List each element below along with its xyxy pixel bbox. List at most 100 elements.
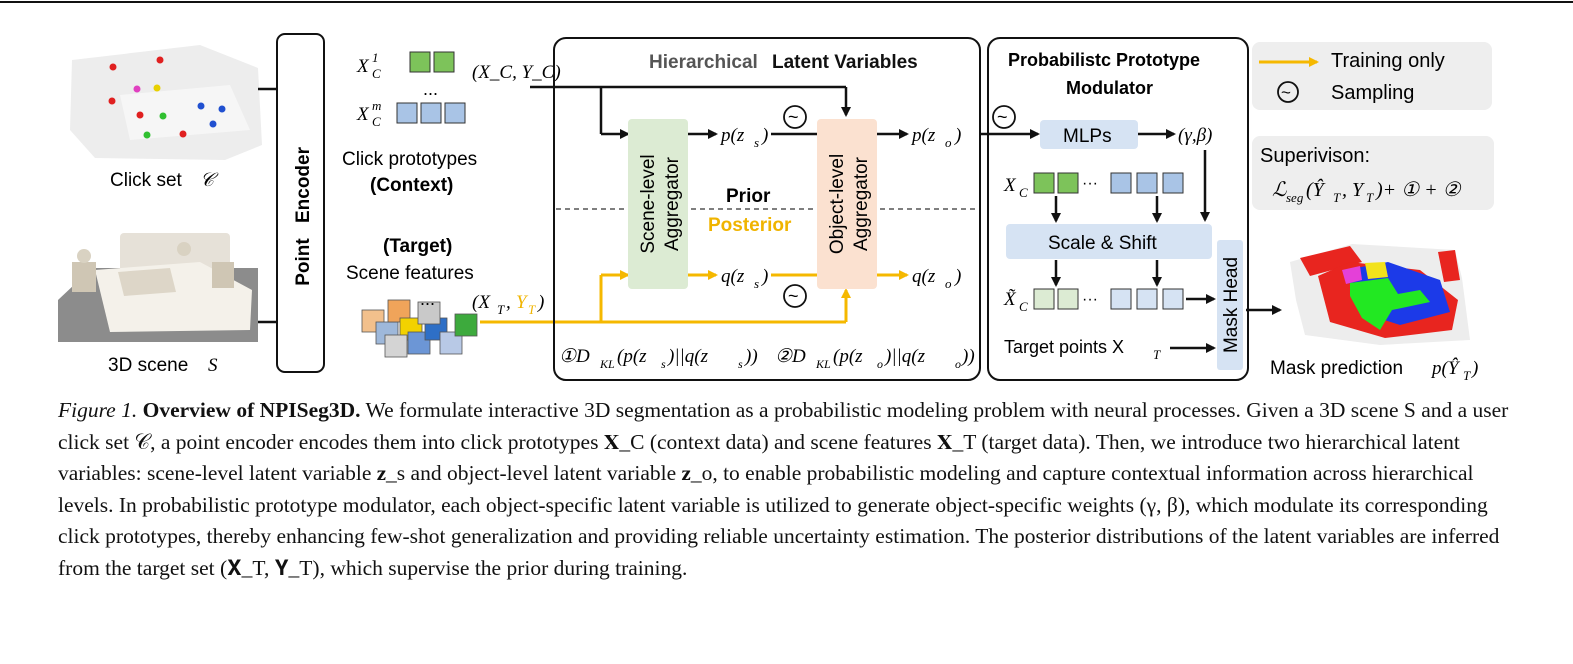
svg-text:): ) bbox=[537, 292, 544, 313]
click-set-symbol: 𝒞 bbox=[200, 170, 219, 191]
svg-text:T: T bbox=[1153, 347, 1161, 362]
mask-prediction-label: Mask prediction p(Ŷ T ) bbox=[1270, 357, 1478, 383]
scale-shift-label: Scale & Shift bbox=[1048, 233, 1157, 254]
svg-text:)): )) bbox=[744, 346, 758, 367]
svg-text:s: s bbox=[661, 357, 666, 371]
svg-text:②D: ②D bbox=[775, 346, 806, 367]
mask-head-label: Mask Head bbox=[1221, 257, 1242, 353]
figure-label: Figure 1. bbox=[58, 398, 138, 422]
sampling-symbol-posterior: ~ bbox=[783, 284, 807, 308]
svg-text:): ) bbox=[954, 125, 961, 146]
object-agg-line2: Aggregator bbox=[851, 156, 872, 251]
svg-text:KL: KL bbox=[815, 357, 831, 371]
object-level-aggregator bbox=[817, 119, 877, 289]
svg-text:T: T bbox=[1463, 368, 1471, 383]
gamma-beta-label: (γ,β) bbox=[1178, 125, 1212, 146]
object-agg-line1: Object-level bbox=[827, 154, 848, 254]
legend-sampling-icon: ~ bbox=[1277, 81, 1299, 103]
proto-blue-3 bbox=[444, 102, 466, 124]
svg-text:~: ~ bbox=[788, 107, 799, 127]
kl-term-2: ②D KL (p(z o )||q(z o )) bbox=[775, 346, 975, 371]
svg-text:(X: (X bbox=[472, 292, 491, 313]
svg-text:p(z: p(z bbox=[910, 125, 936, 146]
svg-text:, Y: , Y bbox=[1342, 179, 1365, 201]
context-xm-label: X m C bbox=[356, 98, 381, 129]
context-ellipsis: ... bbox=[423, 79, 438, 99]
scene-image bbox=[58, 233, 258, 342]
ppm-green-2 bbox=[1057, 172, 1079, 194]
context-label: (Context) bbox=[370, 175, 453, 196]
sampling-symbol-prior: ~ bbox=[783, 105, 807, 129]
ppm-blue-2 bbox=[1136, 172, 1158, 194]
svg-text:m: m bbox=[372, 98, 381, 113]
p-zo-label: p(z o ) bbox=[910, 125, 961, 150]
svg-text:X: X bbox=[356, 56, 370, 77]
target-pair-label: (X T , Y T ) bbox=[472, 292, 544, 317]
q-zs-label: q(z s ) bbox=[721, 266, 768, 291]
svg-text:,: , bbox=[506, 292, 511, 313]
legend-sampling-label: Sampling bbox=[1331, 82, 1414, 104]
svg-text:KL: KL bbox=[599, 357, 615, 371]
ppm-light-blue-2 bbox=[1136, 288, 1158, 310]
svg-text:q(z: q(z bbox=[721, 266, 745, 287]
ppm-green-1 bbox=[1033, 172, 1055, 194]
q-zo-label: q(z o ) bbox=[912, 266, 961, 291]
svg-text:X: X bbox=[356, 104, 370, 125]
svg-text:p(Ŷ: p(Ŷ bbox=[1430, 357, 1461, 379]
svg-text:seg: seg bbox=[1286, 190, 1304, 205]
mask-head-box bbox=[1217, 240, 1243, 370]
click-prototypes-label: Click prototypes bbox=[342, 149, 477, 170]
svg-text:~: ~ bbox=[788, 286, 799, 306]
supervision-formula: ℒ seg (Ŷ T , Y T )+ ① + ② bbox=[1272, 178, 1462, 205]
encoder-label: Encoder bbox=[293, 146, 314, 223]
ppm-blue-1 bbox=[1110, 172, 1132, 194]
svg-text:o: o bbox=[955, 357, 961, 371]
svg-text:Y: Y bbox=[516, 292, 529, 313]
supervision-title: Superivison: bbox=[1260, 145, 1370, 167]
svg-text:s: s bbox=[754, 276, 759, 291]
figure-caption: Figure 1. Overview of NPISeg3D. We formu… bbox=[58, 395, 1518, 584]
ppm-light-blue-3 bbox=[1162, 288, 1184, 310]
ppm-xc-tilde-label: X̃ C bbox=[1003, 289, 1028, 314]
figure-title: Overview of NPISeg3D. bbox=[142, 398, 361, 422]
scene-feature-tiles bbox=[361, 299, 478, 358]
p-zs-label: p(z s ) bbox=[719, 125, 768, 150]
svg-text:)): )) bbox=[961, 346, 975, 367]
scene-agg-line2: Aggregator bbox=[662, 156, 683, 251]
ppm-title-line1: Probabilistc Prototype bbox=[1008, 50, 1200, 70]
proto-blue-2 bbox=[420, 102, 442, 124]
target-ellipsis: ... bbox=[420, 289, 435, 309]
hlv-title-part1: Hierarchical bbox=[649, 52, 758, 73]
svg-text:): ) bbox=[954, 266, 961, 287]
ppm-light-blue-1 bbox=[1110, 288, 1132, 310]
svg-text:C: C bbox=[372, 66, 381, 81]
mask-prediction-image bbox=[1290, 244, 1470, 345]
mlps-box bbox=[1040, 120, 1138, 149]
ppm-title-line2: Modulator bbox=[1066, 78, 1153, 98]
svg-text:)||q(z: )||q(z bbox=[884, 346, 926, 367]
svg-text:): ) bbox=[1471, 358, 1478, 379]
ppm-xc-label: X C bbox=[1003, 175, 1028, 200]
hlv-title-part2: Latent Variables bbox=[772, 52, 918, 73]
svg-text:~: ~ bbox=[997, 107, 1008, 127]
sampling-symbol-ppm: ~ bbox=[992, 105, 1016, 129]
svg-text:C: C bbox=[1019, 185, 1028, 200]
svg-text:T: T bbox=[1366, 190, 1374, 205]
svg-text:Mask prediction: Mask prediction bbox=[1270, 358, 1403, 379]
point-label: Point bbox=[293, 238, 314, 286]
scene-label: 3D scene bbox=[108, 355, 188, 376]
mlps-label: MLPs bbox=[1063, 126, 1112, 147]
svg-text:): ) bbox=[761, 125, 768, 146]
svg-text:o: o bbox=[877, 357, 883, 371]
figure-caption-text: We formulate interactive 3D segmentation… bbox=[58, 398, 1509, 580]
supervision-box bbox=[1252, 136, 1494, 210]
svg-text:)+ ① + ②: )+ ① + ② bbox=[1375, 179, 1462, 201]
svg-text:o: o bbox=[945, 276, 952, 291]
click-set-label: Click set bbox=[110, 170, 183, 191]
prior-label: Prior bbox=[726, 186, 771, 207]
svg-text:X̃: X̃ bbox=[1003, 289, 1017, 310]
svg-text:(p(z: (p(z bbox=[617, 346, 647, 367]
kl-term-1: ①D KL (p(z s )||q(z s )) bbox=[559, 346, 758, 371]
svg-text:C: C bbox=[1019, 299, 1028, 314]
svg-text:)||q(z: )||q(z bbox=[667, 346, 709, 367]
